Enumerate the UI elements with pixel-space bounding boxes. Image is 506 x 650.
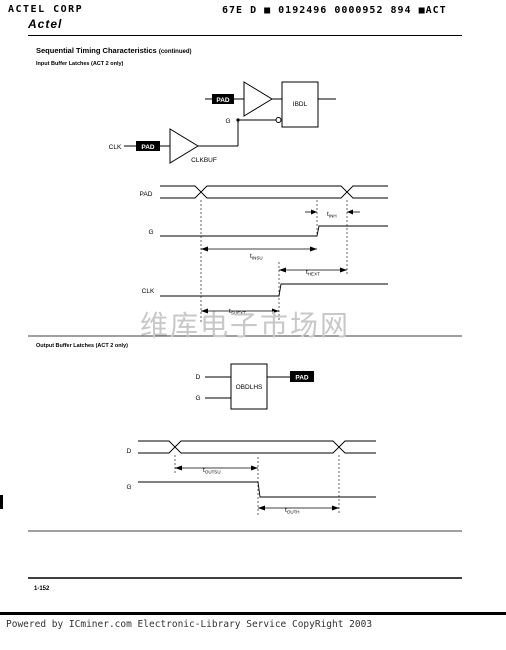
obdlhs-label: OBDLHS	[236, 384, 263, 391]
g-output-waveform-label: G	[126, 484, 131, 491]
t-insu-sub: INSU	[252, 256, 263, 261]
edge-mark	[0, 495, 3, 509]
t-outsu-sub: OUTSU	[205, 470, 221, 475]
page-number: 1-152	[34, 586, 50, 592]
inverting-bubble	[275, 117, 282, 123]
input-buffer-triangle	[243, 81, 273, 117]
ibdl-block	[281, 81, 319, 128]
t-inh-sub: INH	[329, 214, 337, 219]
pad-clk-label: PAD	[141, 144, 155, 151]
t-inh-label: tINH	[327, 211, 337, 219]
ibdl-label: IBDL	[293, 101, 308, 108]
section-title-note: (continued)	[158, 49, 192, 55]
clkbuf-label: CLKBUF	[191, 157, 217, 164]
clk-label-schematic: CLK	[109, 144, 122, 151]
input-latches-title: Input Buffer Latches (ACT 2 only)	[36, 61, 124, 67]
header-codes: 67E D ■ 0192496 0000952 894 ■ACT	[222, 5, 447, 16]
g-output-waveform	[138, 481, 376, 498]
header-company: ACTEL CORP	[8, 4, 84, 15]
pad-output-label: PAD	[295, 375, 309, 382]
pad-waveform-label: PAD	[140, 191, 153, 198]
input-latch-schematic: PAD IBDL G CLK PAD CLKBUF PAD G CLK	[28, 81, 462, 579]
datasheet-page: ACTEL CORP 67E D ■ 0192496 0000952 894 ■…	[0, 4, 506, 615]
t-outsu-label: tOUTSU	[203, 467, 221, 475]
actel-logo: Actel	[28, 17, 63, 31]
output-latches-title: Output Buffer Latches (ACT 2 only)	[36, 343, 128, 349]
pad-box-clk	[136, 141, 160, 151]
t-insu-label: tINSU	[250, 253, 263, 261]
section-title: Sequential Timing Characteristics (conti…	[36, 46, 192, 55]
t-outh-sub: OUTH	[287, 510, 300, 515]
pad-top-label: PAD	[216, 97, 230, 104]
g-label-schematic: G	[225, 118, 230, 125]
g-waveform-label: G	[148, 229, 153, 236]
clk-waveform-label: CLK	[142, 288, 155, 295]
t-outh-label: tOUTH	[285, 507, 300, 515]
clkbuf-triangle	[169, 128, 199, 164]
g-label-output-schematic: G	[195, 395, 200, 402]
obdlhs-block	[230, 363, 268, 410]
header-rule	[28, 35, 462, 36]
t-hext-sub: HEXT	[308, 272, 320, 277]
t-hext-label: tHEXT	[306, 269, 320, 277]
d-waveform-label: D	[127, 448, 132, 455]
pad-box-output	[290, 371, 314, 382]
powered-by-footer: Powered by ICminer.com Electronic-Librar…	[6, 619, 373, 630]
clk-waveform	[160, 283, 388, 297]
t-suext-sub: SUEXT	[231, 311, 246, 316]
pad-box-top	[212, 94, 234, 104]
t-suext-label: tSUEXT	[229, 308, 246, 316]
d-waveform	[138, 440, 376, 454]
watermark: 维库电子市场网	[140, 309, 351, 342]
d-label-schematic: D	[196, 374, 201, 381]
g-waveform	[160, 225, 388, 237]
pad-waveform	[160, 185, 388, 199]
section-title-text: Sequential Timing Characteristics	[36, 46, 157, 55]
